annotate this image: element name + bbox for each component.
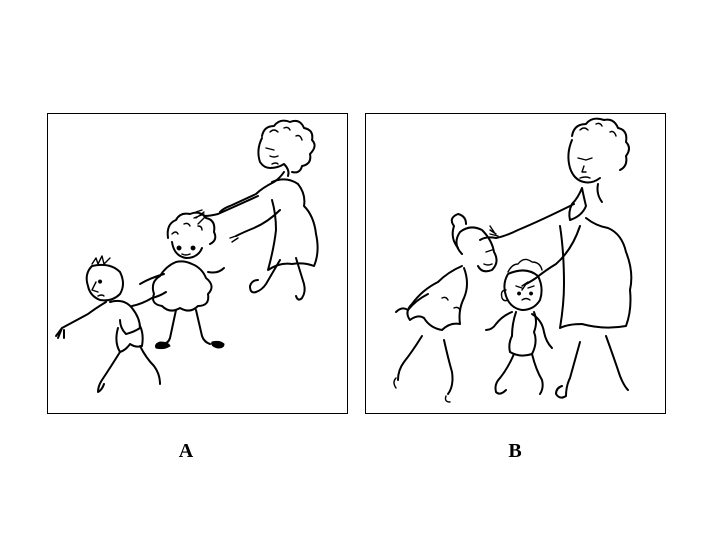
girl-figure-b (393, 213, 498, 403)
woman-figure-b (479, 117, 633, 399)
illustration-panel-a (47, 113, 348, 414)
boy-figure-b (485, 258, 553, 395)
cartoon-drawing-b (393, 117, 633, 403)
boy-figure-a (55, 255, 167, 393)
girl-figure-a (139, 211, 225, 350)
woman-figure-a (193, 119, 319, 301)
illustration-panel-b (365, 113, 666, 414)
panel-a-label: A (178, 440, 194, 462)
panel-b-label: B (508, 440, 522, 462)
cartoon-drawing-a (55, 119, 319, 393)
